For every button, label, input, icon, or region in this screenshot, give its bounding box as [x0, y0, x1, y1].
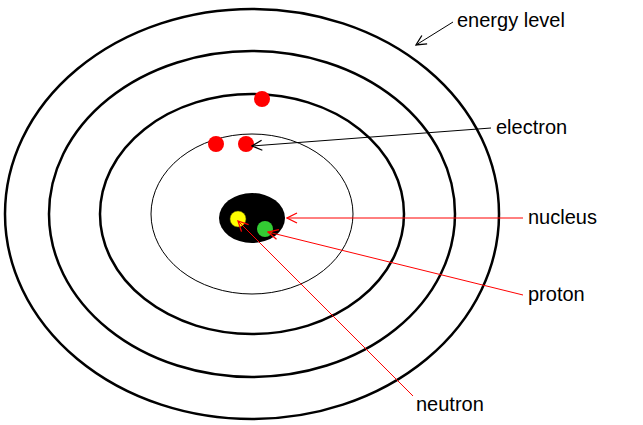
- part-label: proton: [527, 283, 586, 305]
- part-label: electron: [495, 116, 568, 138]
- energy-level-ring: [100, 94, 404, 334]
- energy-level-ring: [151, 134, 353, 294]
- proton-ball: [257, 221, 273, 237]
- energy-level-ring: [49, 51, 455, 377]
- leader-line: [416, 22, 453, 45]
- leader-line: [238, 221, 413, 396]
- part-label: neutron: [415, 393, 485, 415]
- energy-level-ring: [5, 9, 499, 419]
- part-label: nucleus: [527, 206, 598, 228]
- electron-dot: [254, 91, 270, 107]
- electron-dot: [208, 136, 224, 152]
- part-label: energy level: [456, 9, 566, 31]
- leader-line: [287, 218, 523, 219]
- leader-line: [252, 128, 491, 146]
- leader-line: [268, 232, 523, 295]
- electron-dot: [238, 136, 254, 152]
- neutron-ball: [230, 211, 246, 227]
